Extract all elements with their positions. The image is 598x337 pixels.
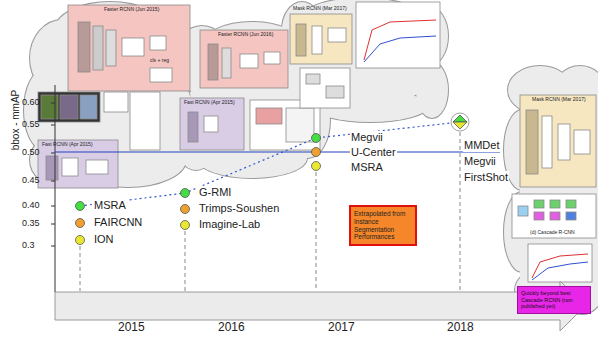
team-name: Megvii (463, 155, 497, 168)
team-name: ION (93, 233, 115, 246)
reference-line (55, 151, 500, 152)
tick-value: 0.45 (22, 175, 40, 185)
tick-value: 0.50 (22, 147, 40, 157)
thumbnail-title: Fast RCNN (Apr 2015) (184, 100, 235, 106)
team-name: Imagine-Lab (198, 218, 261, 231)
thumbnail-title: Fast RCNN (Apr 2015) (42, 142, 93, 148)
box-text: Extrapolated from Instance Segmentation … (354, 210, 412, 241)
paper-thumbnails (38, 2, 596, 282)
note-box: Quickly beyond best Cascade RCNN (non pu… (517, 286, 591, 314)
team-name: G-RMI (198, 186, 232, 199)
year-label: 2017 (328, 321, 355, 335)
tick-value: 0.35 (22, 218, 40, 228)
team-name: Trimps-Soushen (198, 202, 280, 215)
team-name: FirstShot (463, 171, 509, 184)
team-name: MSRA (350, 161, 384, 174)
tick-value: 0.55 (22, 119, 40, 129)
tick-value: 0.60 (22, 97, 40, 107)
cloud-outlines (24, 0, 598, 314)
thumbnail-title: Faster RCNN (Jun 2016) (218, 32, 273, 38)
cloud-fills (24, 0, 598, 314)
team-name: MMDet (463, 139, 500, 152)
thumbnail-title: Mask RCNN (Mar 2017) (532, 97, 586, 103)
team-name: MSRA (93, 199, 127, 212)
tick-value: 0.40 (22, 200, 40, 210)
thumbnail-title: (d) Cascade R-CNN (530, 230, 575, 236)
note-box: Extrapolated from Instance Segmentation … (349, 205, 417, 246)
trend-line (80, 122, 460, 206)
team-name: Megvii (350, 131, 384, 144)
year-label: 2018 (447, 321, 474, 335)
thumbnail-title: Mask RCNN (Mar 2017) (293, 6, 347, 12)
thumbnail-note: cls + reg (150, 58, 169, 64)
tick-value: 0.3 (22, 240, 35, 250)
box-text: Quickly beyond best Cascade RCNN (non pu… (521, 290, 587, 310)
thumbnail-title: Faster RCNN (Jun 2015) (104, 7, 159, 13)
year-label: 2016 (218, 321, 245, 335)
team-name: FAIRCNN (93, 216, 143, 229)
axis-title: bbox - mmAP (10, 90, 22, 151)
year-guides (80, 132, 460, 291)
year-label: 2015 (118, 321, 145, 335)
team-name: U-Center (350, 146, 397, 159)
y-axis (51, 85, 55, 292)
